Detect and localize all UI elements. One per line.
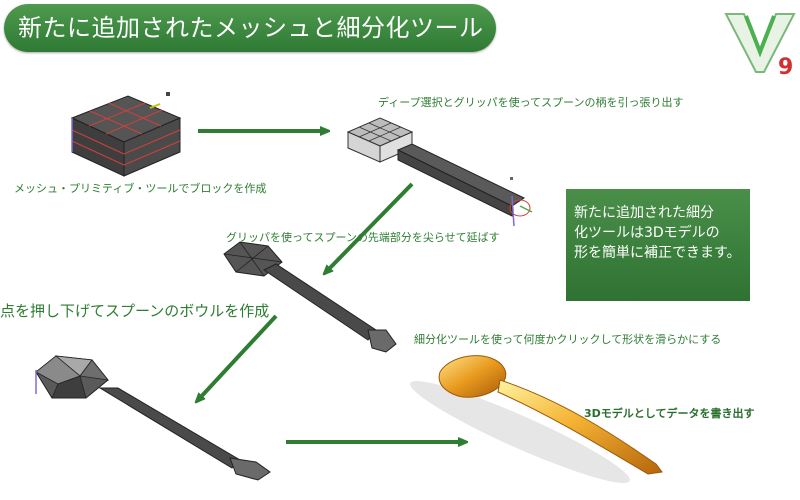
caption-step2: ディープ選択とグリッパを使ってスプーンの柄を引っ張り出す: [378, 96, 684, 109]
mesh-block: [70, 92, 182, 177]
note-line-1: 新たに追加された細分: [574, 205, 714, 221]
caption-step3: グリッパを使ってスプーンの先端部分を尖らせて延ばす: [226, 231, 500, 244]
caption-step4: 点を押し下げてスプーンのボウルを作成: [0, 302, 270, 320]
vectorworks-logo: 9: [724, 13, 796, 76]
caption-step6: 3Dモデルとしてデータを書き出す: [584, 407, 755, 420]
arrow-3-to-4: [198, 314, 278, 400]
caption-step5: 細分化ツールを使って何度かクリックして形状を滑らかにする: [414, 333, 722, 346]
mesh-spoon-bowl: [35, 355, 271, 481]
arrow-2-to-3: [326, 182, 414, 272]
caption-step1: メッシュ・プリミティブ・ツールでブロックを作成: [14, 182, 267, 195]
note-line-3: 形を簡単に補正できます。: [574, 245, 741, 261]
page-title: 新たに追加されたメッシュと細分化ツール: [4, 4, 496, 52]
mesh-spoon-pointed: [223, 241, 397, 353]
note-box: 新たに追加された細分 化ツールは3Dモデルの 形を簡単に補正できます。: [566, 189, 750, 301]
logo-version: 9: [778, 55, 793, 76]
golden-spoon: [410, 355, 663, 483]
note-line-2: 化ツールは3Dモデルの: [574, 225, 720, 241]
mesh-block-with-handle: [346, 117, 533, 227]
